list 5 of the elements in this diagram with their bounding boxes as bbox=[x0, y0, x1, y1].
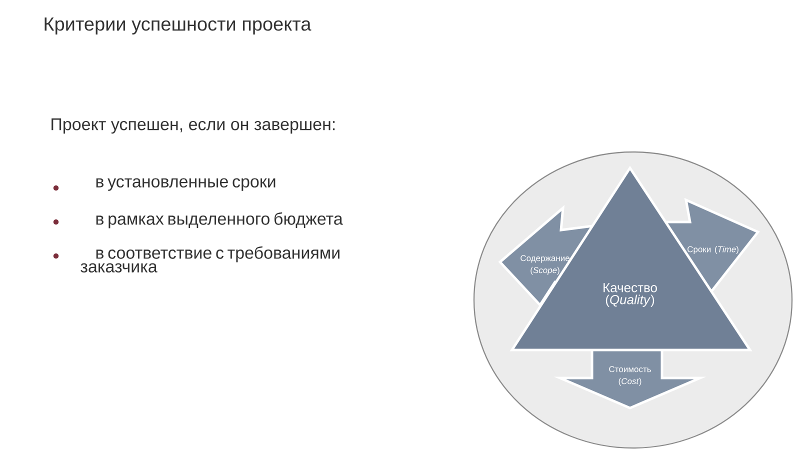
subtitle: Проект успешен, если он завершен: bbox=[52, 118, 335, 134]
bullet-item: в рамках выделенного бюджета bbox=[53, 212, 343, 228]
bullet-item: в установленные сроки bbox=[53, 178, 276, 191]
title: Критерии успешности проекта bbox=[44, 18, 312, 34]
bullet-item: в соответствие с требованиями заказчика bbox=[53, 246, 340, 273]
